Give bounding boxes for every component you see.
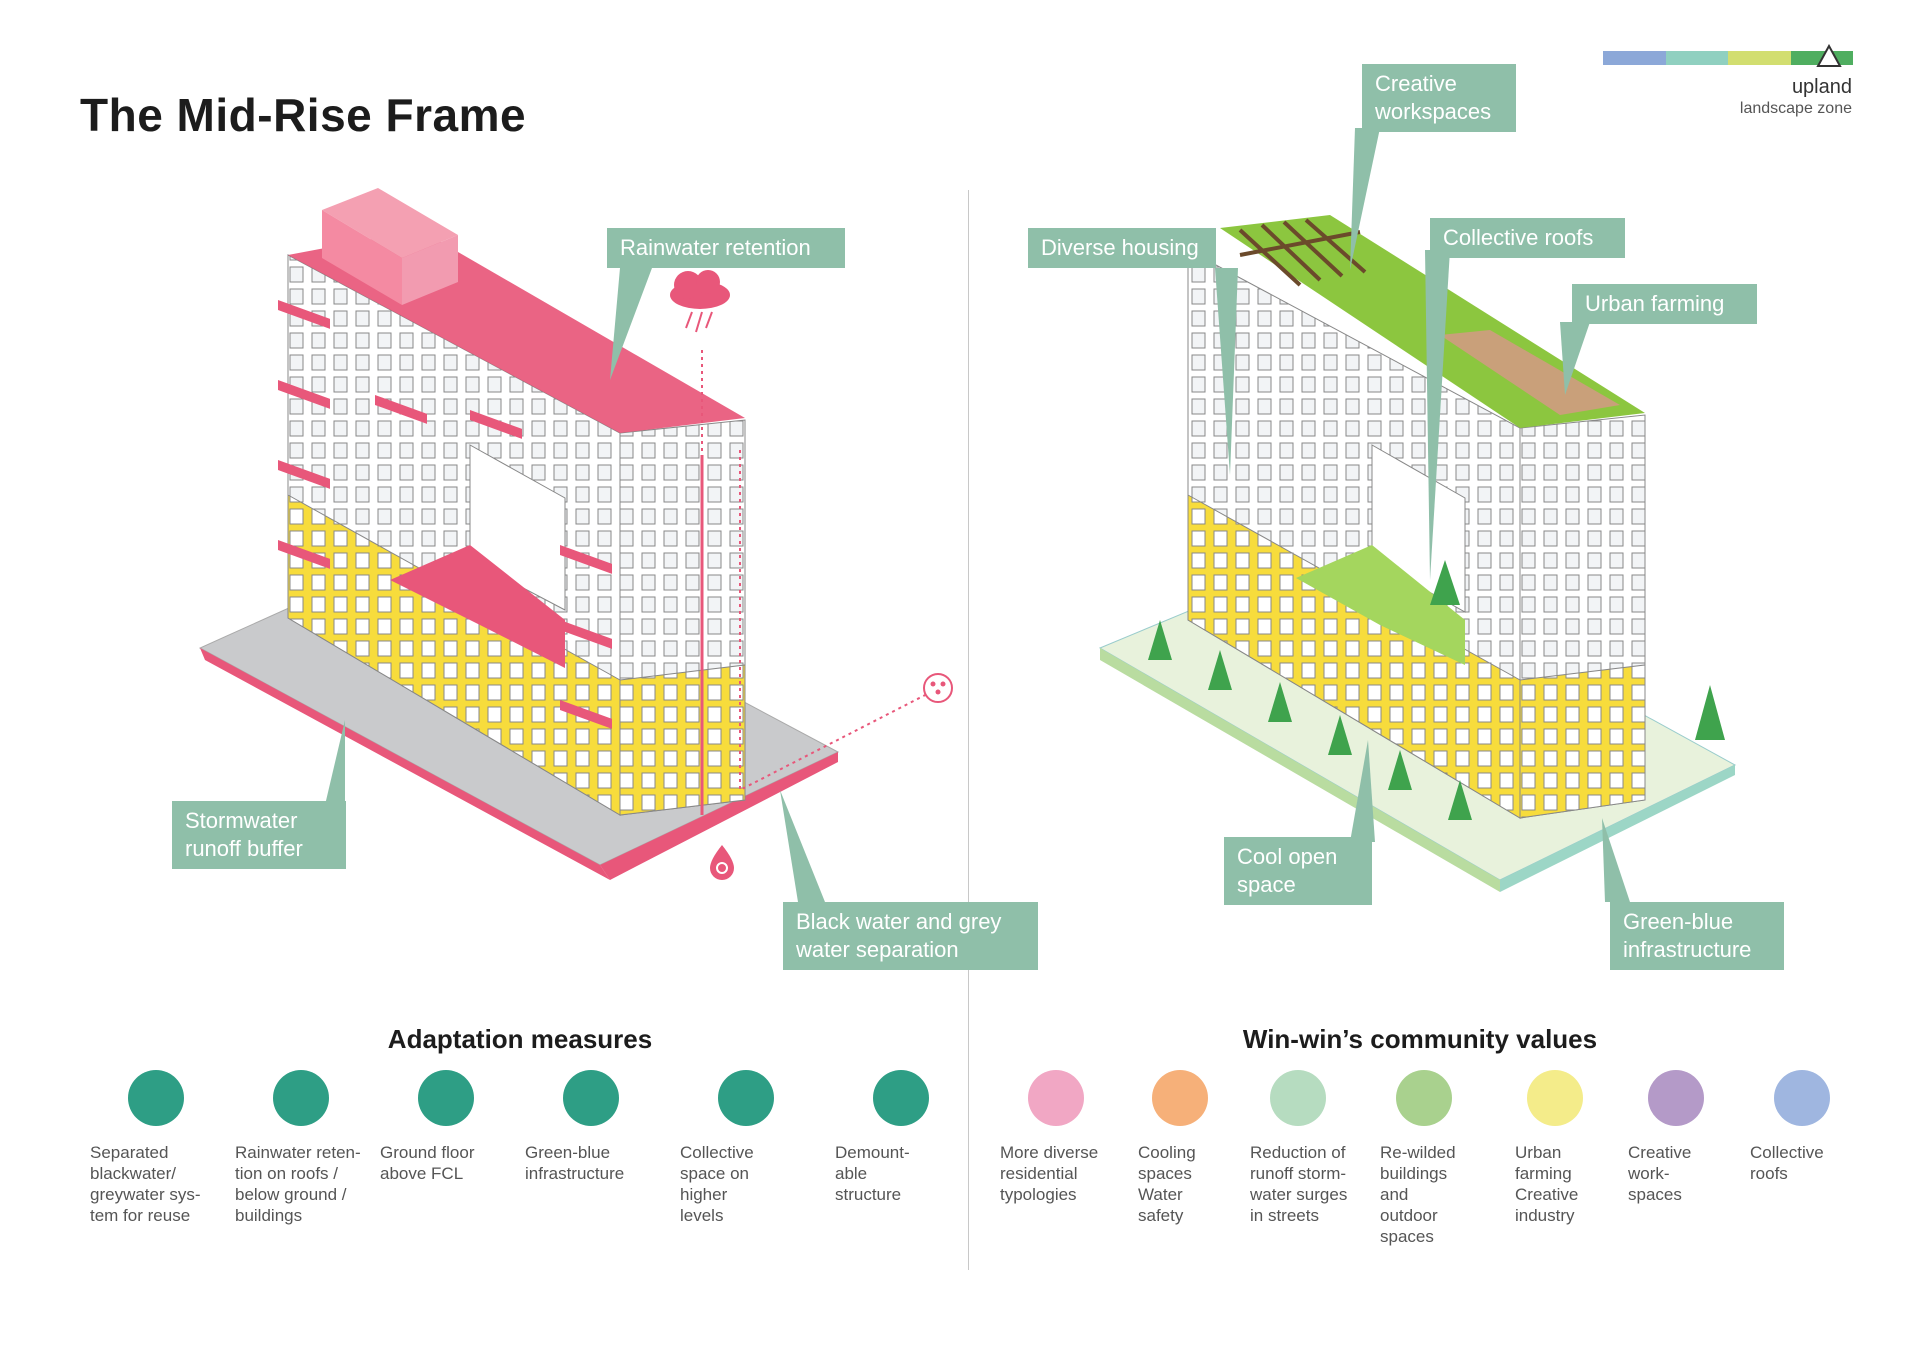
tree-row [1148, 560, 1725, 820]
community-item-text: Creative work- spaces [1628, 1143, 1692, 1204]
adaptation-item-text: Demount- able structure [835, 1143, 910, 1204]
rewild-icon [1396, 1070, 1452, 1126]
stormwater-callout-pointer [325, 720, 345, 805]
community-item-text: Re-wilded buildings and outdoor spaces [1380, 1143, 1456, 1246]
urban-farming-icon [1527, 1070, 1583, 1126]
adaptation-item-text: Rainwater reten- tion on roofs / below g… [235, 1143, 361, 1225]
collective-space-icon [718, 1070, 774, 1126]
creative-callout-pointer [1350, 128, 1380, 270]
adaptation-item-text: Separated blackwater/ greywater sys- tem… [90, 1143, 201, 1225]
community-item-text: More diverse residential typologies [1000, 1143, 1099, 1204]
right-yellow-side [1519, 664, 1646, 819]
housing-callout-pointer [1215, 268, 1238, 475]
cool-callout-pointer [1350, 740, 1375, 842]
adaptation-item-text: Ground floor above FCL [380, 1143, 475, 1183]
demountable-icon [873, 1070, 929, 1126]
community-item-text: Reduction of runoff storm- water surges … [1250, 1143, 1348, 1225]
green-courtyard [1296, 545, 1465, 665]
greenblue-callout-pointer [1602, 818, 1630, 902]
separated-water-icon [128, 1070, 184, 1126]
rooftop-box [322, 188, 458, 258]
callout-green-blue-infrastructure: Green-blue infrastructure [1610, 902, 1784, 970]
diverse-housing-icon [1028, 1070, 1084, 1126]
urban-farm-plots [1440, 330, 1620, 415]
adaptation-item-text: Green-blue infrastructure [525, 1143, 625, 1183]
callout-rainwater-retention: Rainwater retention [607, 228, 845, 268]
creative-icon [1648, 1070, 1704, 1126]
adaptation-measures-title: Adaptation measures [387, 1024, 653, 1054]
callout-cool-open-space: Cool open space [1224, 837, 1372, 905]
street-grid-icon [1270, 1070, 1326, 1126]
zone-segment [1665, 51, 1728, 65]
right-ground-green-edge [1100, 648, 1500, 892]
community-item-text: Collective roofs [1750, 1143, 1824, 1183]
callout-diverse-housing: Diverse housing [1028, 228, 1216, 268]
raised-ground-floor-icon [418, 1070, 474, 1126]
rainwater-retention-icon [273, 1070, 329, 1126]
rooftop-box-side [402, 235, 458, 305]
blackwater-strip [600, 752, 838, 880]
page-title: The Mid-Rise Frame [80, 89, 527, 141]
zone-segment [1728, 51, 1791, 65]
zone-name: upland [1791, 76, 1852, 98]
water-reuse-drop-icon [710, 845, 734, 880]
community-item-text: Urban farming Creative industry [1515, 1143, 1579, 1225]
toilet-icon [923, 673, 953, 703]
landscape-zone-bar [1603, 51, 1853, 65]
left-courtyard-roof [390, 545, 565, 668]
community-item-text: Cooling spaces Water safety [1138, 1143, 1196, 1225]
callout-stormwater-runoff: Stormwater runoff buffer [172, 801, 346, 869]
green-blue-icon [563, 1070, 619, 1126]
callout-blackwater-separation: Black water and grey water separation [783, 902, 1038, 970]
community-values-title: Win-win’s community values [1242, 1024, 1598, 1054]
adaptation-item-text: Collective space on higher levels [680, 1143, 754, 1225]
rain-cloud-icon [670, 270, 730, 333]
callout-urban-farming: Urban farming [1572, 284, 1757, 324]
callout-collective-roofs: Collective roofs [1430, 218, 1625, 258]
left-balconies [278, 300, 612, 729]
callout-creative-workspaces: Creative workspaces [1362, 64, 1516, 132]
stormwater-buffer-strip [200, 648, 610, 880]
zone-subtitle: landscape zone [1739, 100, 1852, 117]
center-divider [968, 190, 969, 1270]
collective-roofs-icon [1774, 1070, 1830, 1126]
rainwater-callout-pointer [610, 268, 652, 380]
zone-segment [1603, 51, 1666, 65]
collective-callout-pointer [1425, 250, 1450, 580]
pergola-structure [1238, 218, 1367, 287]
zone-marker-icon [1816, 44, 1842, 67]
cooling-heart-icon [1152, 1070, 1208, 1126]
farming-callout-pointer [1560, 322, 1590, 395]
rooftop-box-front [322, 210, 402, 305]
blackwater-callout-pointer [780, 790, 825, 902]
greywater-dotted-line [739, 450, 936, 792]
right-ground-blue-edge [1500, 765, 1735, 892]
